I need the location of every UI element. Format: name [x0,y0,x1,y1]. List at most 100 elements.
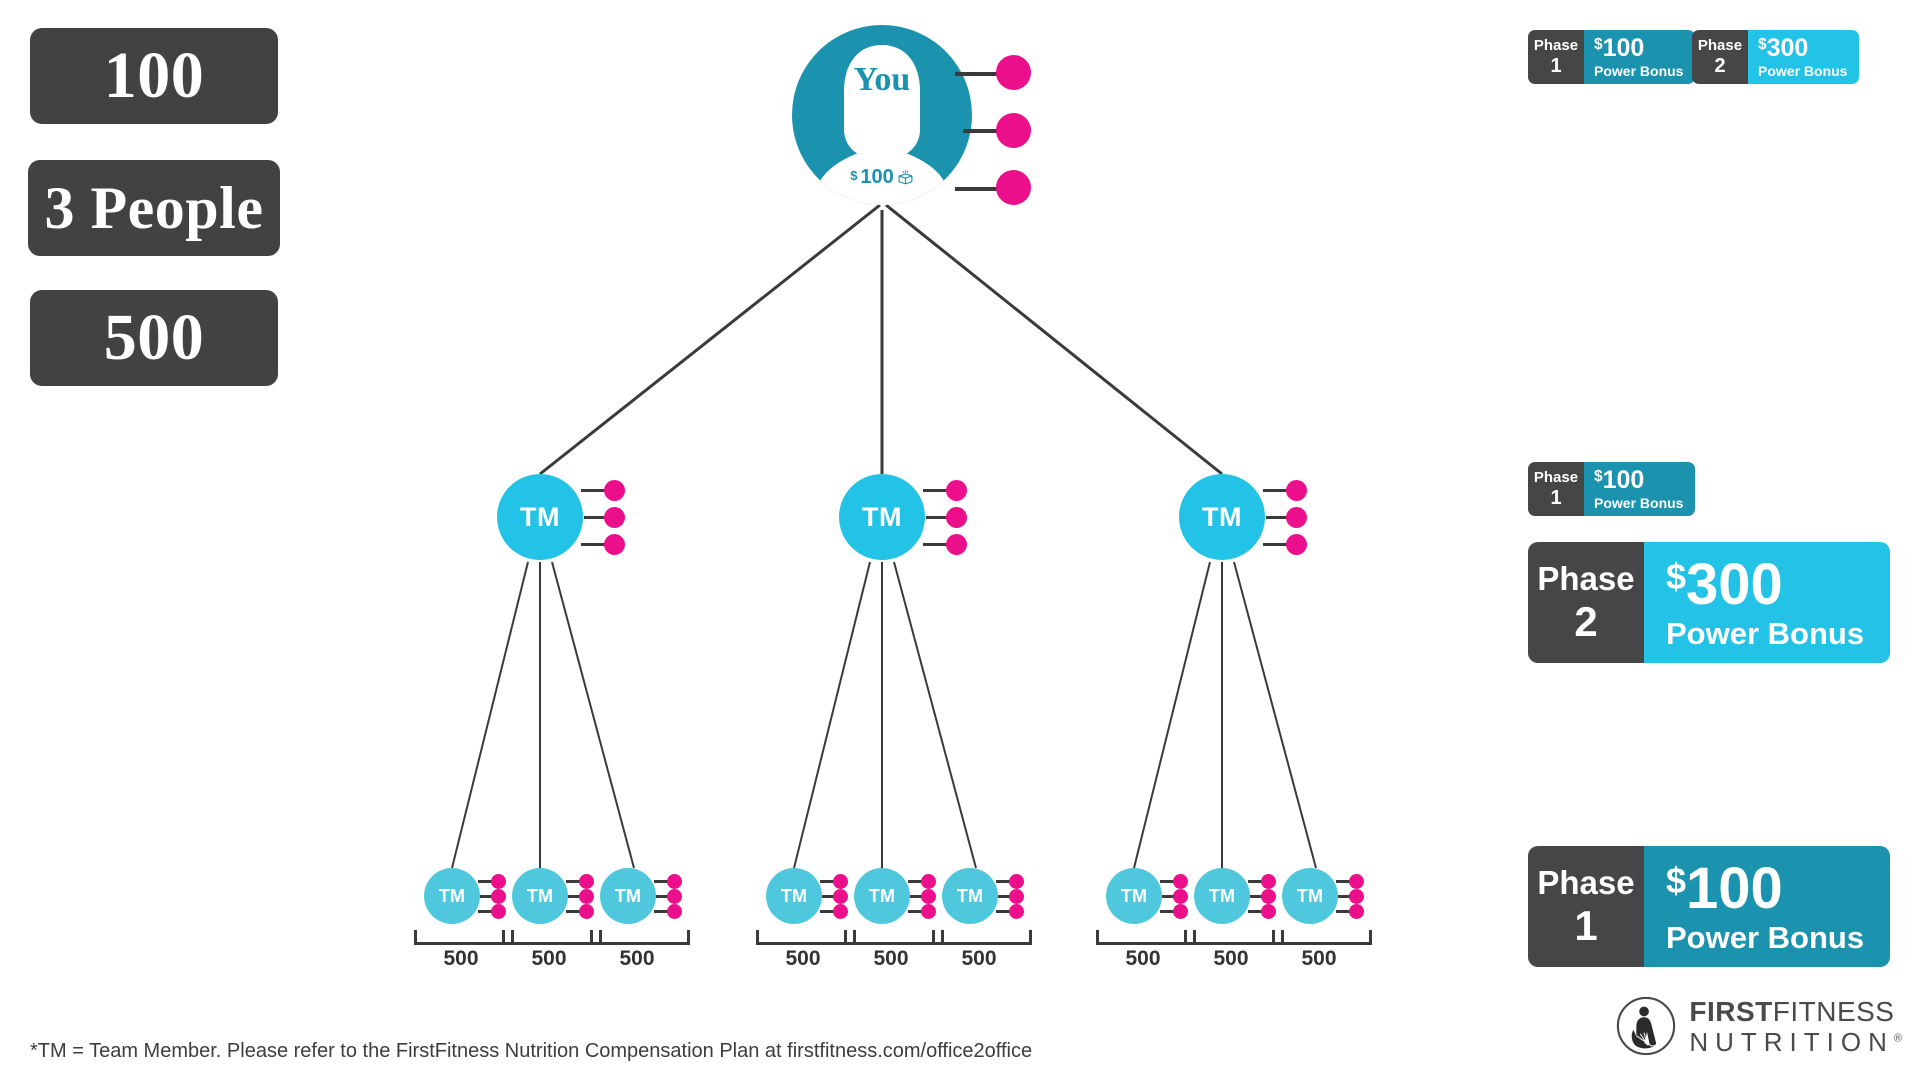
dot-stem [584,516,609,519]
node-tm-l3-6[interactable]: TM [942,868,998,924]
node-tm-l2-1[interactable]: TM [497,474,583,560]
badge-subtitle: Power Bonus [1594,63,1684,79]
badge-phase-block: Phase 1 [1528,846,1644,967]
product-dot-l2-3-3[interactable] [1286,534,1307,555]
node-tm-l3-4[interactable]: TM [766,868,822,924]
phase-word: Phase [1533,37,1579,54]
product-dot-l3-8-1[interactable] [1261,874,1276,889]
node-tm-l3-5[interactable]: TM [854,868,910,924]
product-dot-l3-7-1[interactable] [1173,874,1188,889]
node-tm-l3-7[interactable]: TM [1106,868,1162,924]
dot-stem [1266,516,1291,519]
product-dot-l3-5-2[interactable] [921,889,936,904]
product-dot-l3-9-2[interactable] [1349,889,1364,904]
product-dot-l3-2-1[interactable] [579,874,594,889]
badge-subtitle: Power Bonus [1666,616,1865,651]
product-dot-l3-1-2[interactable] [491,889,506,904]
dot-stem [566,880,583,883]
product-dot-l3-7-2[interactable] [1173,889,1188,904]
product-dot-l3-7-3[interactable] [1173,904,1188,919]
node-tm-l2-3[interactable]: TM [1179,474,1265,560]
product-dot-l3-9-1[interactable] [1349,874,1364,889]
product-dot-l3-8-3[interactable] [1261,904,1276,919]
product-dot-root-1[interactable] [996,55,1031,90]
dot-stem [581,489,609,492]
volume-label-5: 500 [873,947,909,970]
volume-bracket [1096,930,1196,945]
footnote-text: *TM = Team Member. Please refer to the F… [30,1040,1033,1062]
node-tm-l3-3[interactable]: TM [600,868,656,924]
node-tm-l3-9[interactable]: TM [1282,868,1338,924]
badge-bonus-block: $300 Power Bonus [1644,542,1891,663]
volume-label-6: 500 [961,947,997,970]
stat-chip-team-volume: 500 [30,290,278,386]
stat-chip-volume: 100 [30,28,278,124]
product-dot-l3-2-3[interactable] [579,904,594,919]
badge-top-phase-1[interactable]: Phase 1 $100 Power Bonus [1528,30,1696,84]
product-dot-l3-8-2[interactable] [1261,889,1276,904]
dot-stem [1338,895,1353,898]
product-dot-l2-2-3[interactable] [946,534,967,555]
product-dot-l3-3-1[interactable] [667,874,682,889]
badge-top-phase-2[interactable]: Phase 2 $300 Power Bonus [1692,30,1860,84]
volume-bracket [590,930,690,945]
badge-amount: $100 [1594,34,1645,62]
product-dot-l2-3-1[interactable] [1286,480,1307,501]
dot-stem [910,895,925,898]
product-dot-l3-4-3[interactable] [833,904,848,919]
node-tm-l3-2[interactable]: TM [512,868,568,924]
dot-stem [822,895,837,898]
product-dot-l2-1-2[interactable] [604,507,625,528]
product-dot-l3-3-2[interactable] [667,889,682,904]
dot-stem [820,910,837,913]
product-dot-l3-6-1[interactable] [1009,874,1024,889]
product-dot-l3-9-3[interactable] [1349,904,1364,919]
node-label: TM [1208,885,1236,906]
node-label: TM [438,885,466,906]
product-dot-l3-6-2[interactable] [1009,889,1024,904]
node-label: TM [868,885,896,906]
phase-number: 2 [1574,598,1598,645]
dot-stem [998,895,1013,898]
product-dot-l3-6-3[interactable] [1009,904,1024,919]
product-dot-l2-2-2[interactable] [946,507,967,528]
badge-amount: $300 [1666,552,1783,617]
badge-phase-block: Phase 1 [1528,30,1584,84]
dot-stem [955,187,1001,191]
badge-bottom-phase-1-large[interactable]: Phase 1 $100 Power Bonus [1528,846,1891,967]
node-tm-l3-1[interactable]: TM [424,868,480,924]
product-dot-l3-2-2[interactable] [579,889,594,904]
phase-number: 1 [1550,55,1562,77]
node-label: TM [862,501,902,532]
node-you[interactable]: You $100 [792,25,972,205]
dot-stem [566,910,583,913]
product-dot-l2-1-1[interactable] [604,480,625,501]
volume-label-7: 500 [1125,947,1161,970]
logo-wordmark: FIRSTFITNESS NUTRITION® [1689,995,1902,1055]
badge-mid-phase-1[interactable]: Phase 1 $100 Power Bonus [1528,462,1696,516]
product-dot-l3-5-3[interactable] [921,904,936,919]
product-dot-l2-2-1[interactable] [946,480,967,501]
product-dot-l3-4-2[interactable] [833,889,848,904]
product-dot-l3-4-1[interactable] [833,874,848,889]
product-dot-l2-3-2[interactable] [1286,507,1307,528]
dot-stem [908,910,925,913]
node-tm-l2-2[interactable]: TM [839,474,925,560]
product-dot-root-2[interactable] [996,113,1031,148]
product-dot-l3-1-3[interactable] [491,904,506,919]
logo-fitness: FITNESS [1772,995,1895,1027]
registered-mark: ® [1893,1031,1902,1044]
node-label: TM [1296,885,1324,906]
product-dot-l2-1-3[interactable] [604,534,625,555]
node-label: TM [526,885,554,906]
phase-word: Phase [1537,864,1635,901]
badge-mid-phase-2-large[interactable]: Phase 2 $300 Power Bonus [1528,542,1891,663]
phase-word: Phase [1533,469,1579,486]
product-dot-l3-3-3[interactable] [667,904,682,919]
product-dot-l3-5-1[interactable] [921,874,936,889]
product-dot-l3-1-1[interactable] [491,874,506,889]
dot-stem [963,129,1003,133]
node-tm-l3-8[interactable]: TM [1194,868,1250,924]
phase-number: 1 [1550,487,1562,509]
product-dot-root-3[interactable] [996,170,1031,205]
